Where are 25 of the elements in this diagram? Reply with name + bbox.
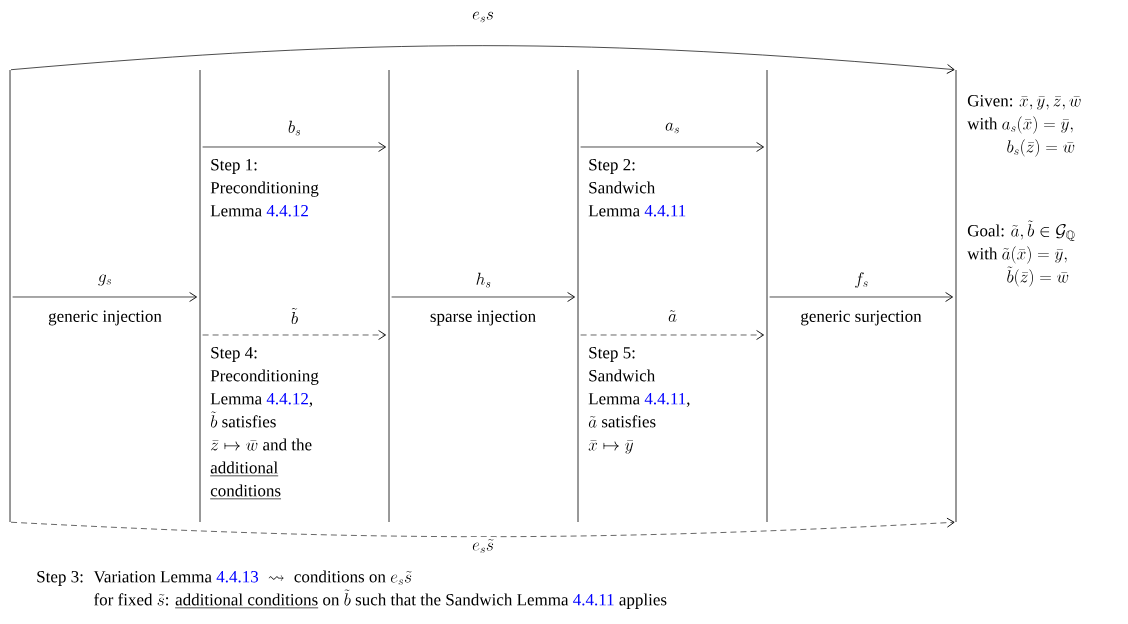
edge-label: $f_s$ xyxy=(852,270,871,290)
arrow xyxy=(769,292,954,302)
edge-label: $a_s$ xyxy=(663,121,682,135)
step-description: $\begin{array}{@{}l@{\;\;}l@{}}\text{Step 3:}&\text{Variation Lemma \textcolor{blue}{4.4.13} }\rightsquigarrow\text{ conditions on }e_s\tilde{s}\\&\text{for fixed }\tilde{s}\text{: }\underline{\text{additional conditions}}\text{ on }\tilde{b}\text{ such that the Sandwich Lemma \textcolor{blue}{4.4.11} applies}\end{array}$ xyxy=(37,570,667,609)
arrow xyxy=(580,142,765,152)
arrow-caption: generic injection xyxy=(48,310,162,326)
step-description: $\begin{array}{@{}l@{}}\text{Step 5:}\\\text{Sandwich}\\\text{Lemma \textcolor{blue}{4.4.11},}\\\tilde{a}\text{ satisfies}\\\bar{x}\mapsto\bar{y}\end{array}$ xyxy=(588,347,690,454)
arrow-caption: sparse injection xyxy=(430,310,536,326)
arrow xyxy=(391,292,576,302)
edge-label: $e_s s$ xyxy=(470,10,496,24)
note-text: $\begin{array}{@{}l@{}}\text{Goal: }\tilde{a},\tilde{b}\in\mathcal{G}_{\mathbb{Q}}\\\text{with }\tilde{a}(\bar{x})=\bar{y},\\\hphantom{\text{with }}\;\tilde{b}(\bar{z})=\bar{w}\end{array}$ xyxy=(967,220,1075,287)
arrow xyxy=(12,292,198,302)
arrow xyxy=(580,330,765,340)
arrow xyxy=(10,517,955,537)
arrow xyxy=(10,45,955,74)
edge-label: $\tilde{a}$ xyxy=(666,308,679,324)
edge-label: $h_s$ xyxy=(473,270,494,290)
arrow-caption: generic surjection xyxy=(801,310,922,326)
edge-label: $b_s$ xyxy=(285,118,304,138)
arrow xyxy=(202,330,387,340)
edge-label: $g_s$ xyxy=(95,272,115,288)
step-description: $\begin{array}{@{}l@{}}\text{Step 4:}\\\text{Preconditioning}\\\text{Lemma \textcolor{blue}{4.4.12},}\\\tilde{b}\text{ satisfies}\\\bar{z}\mapsto\bar{w}\text{ and the}\\\underline{\text{additional}}\\\underline{\text{conditions}}\end{array}$ xyxy=(210,347,319,499)
edge-label: $e_s\tilde{s}$ xyxy=(470,537,496,555)
arrow xyxy=(202,142,387,152)
edge-label: $\tilde{b}$ xyxy=(288,306,301,326)
